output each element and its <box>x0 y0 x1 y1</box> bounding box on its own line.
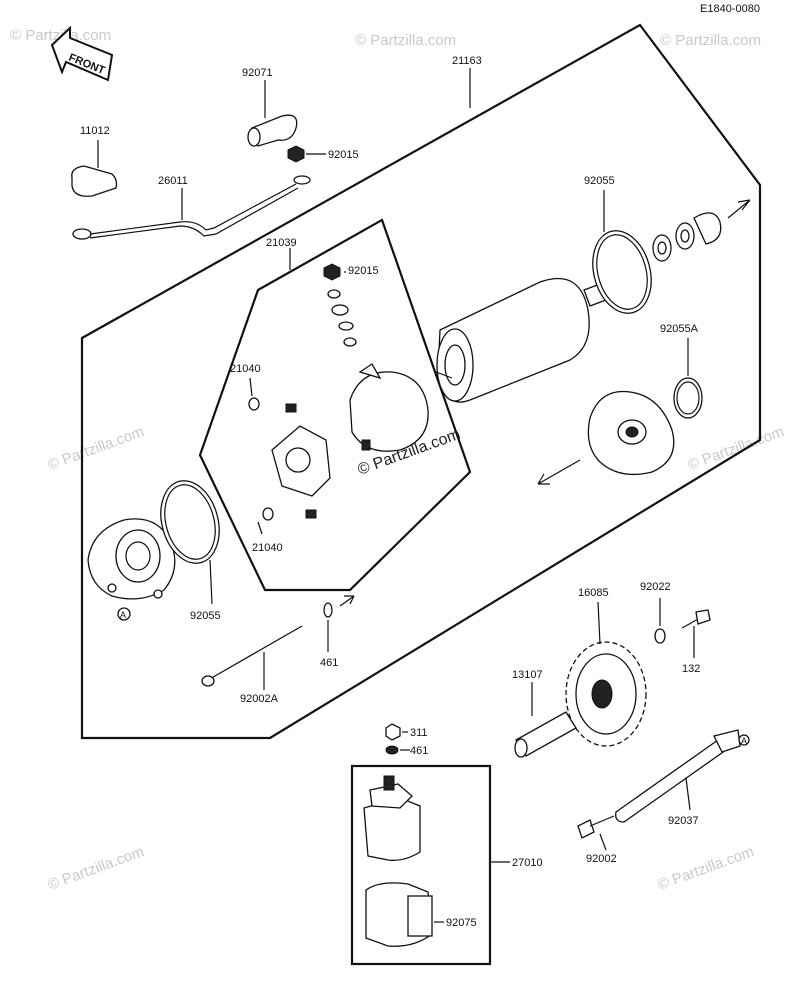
label-21163: 21163 <box>452 55 482 67</box>
label-ref-a-right: A <box>741 736 747 746</box>
label-16085: 16085 <box>578 587 609 599</box>
solenoid-body <box>363 775 510 863</box>
bolt-132 <box>681 609 711 658</box>
label-92002a: 92002A <box>240 693 279 705</box>
shaft-13107 <box>514 682 577 758</box>
cable-26011 <box>72 175 311 240</box>
through-bolt-92002a <box>201 625 303 690</box>
strap-92037 <box>615 729 750 823</box>
washers-top <box>652 212 722 262</box>
label-26011: 26011 <box>158 175 188 187</box>
label-92055a: 92055A <box>660 323 699 335</box>
label-92015-top: 92015 <box>328 149 359 161</box>
watermark-4: © Partzilla.com <box>46 423 147 474</box>
diagram-code: E1840-0080 <box>700 3 760 15</box>
watermark-7: © Partzilla.com <box>656 843 757 894</box>
label-92037: 92037 <box>668 815 699 827</box>
label-461-low: 461 <box>410 745 428 757</box>
label-92055-top: 92055 <box>584 175 615 187</box>
brush-kit-outline <box>198 218 472 592</box>
washer-92022 <box>654 598 666 644</box>
watermark-2: © Partzilla.com <box>355 32 456 49</box>
solenoid-cover-92075 <box>365 882 444 947</box>
label-21040-top: 21040 <box>230 363 261 375</box>
direction-arrow-top <box>727 199 751 219</box>
label-92075: 92075 <box>446 917 477 929</box>
motor-yoke <box>435 277 607 403</box>
boot-cap-92071 <box>247 80 298 147</box>
nut-92015-top <box>287 145 326 163</box>
label-27010: 27010 <box>512 857 543 869</box>
o-ring-92055-bottom <box>160 480 220 605</box>
label-92002: 92002 <box>586 853 617 865</box>
rear-cover <box>87 518 176 600</box>
watermark-1: © Partzilla.com <box>10 27 111 44</box>
washer-461-low <box>385 745 410 755</box>
label-92055-bottom: 92055 <box>190 610 221 622</box>
label-92015-kit: 92015 <box>348 265 379 277</box>
solenoid-kit-outline <box>350 764 492 966</box>
watermarks: © Partzilla.com © Partzilla.com © Partzi… <box>10 27 786 894</box>
label-311: 311 <box>410 727 428 739</box>
brush-kit-parts <box>248 248 429 535</box>
starter-motor-outline <box>80 23 762 740</box>
front-cover <box>587 390 675 476</box>
label-92071: 92071 <box>242 67 273 79</box>
label-132: 132 <box>682 663 700 675</box>
label-13107: 13107 <box>512 669 543 681</box>
watermark-3: © Partzilla.com <box>660 32 761 49</box>
label-21039: 21039 <box>266 237 297 249</box>
nut-311 <box>385 723 408 741</box>
cap-11012 <box>71 140 118 197</box>
o-ring-92055a <box>673 338 703 419</box>
ref-a-circle-left <box>117 607 131 621</box>
watermark-5: © Partzilla.com <box>686 423 787 474</box>
watermark-6: © Partzilla.com <box>46 843 147 894</box>
callout-labels: 92071 21163 11012 92015 26011 92055 2103… <box>80 55 747 929</box>
label-92022: 92022 <box>640 581 671 593</box>
label-11012: 11012 <box>80 125 110 137</box>
label-ref-a-left: A <box>120 610 126 620</box>
label-21040-bottom: 21040 <box>252 542 283 554</box>
washer-461-mid <box>323 595 355 652</box>
gear-16085 <box>565 601 647 747</box>
direction-arrow-mid <box>537 459 581 485</box>
label-461-mid: 461 <box>320 657 338 669</box>
o-ring-92055-top <box>592 190 652 314</box>
bolt-92002 <box>577 815 615 851</box>
